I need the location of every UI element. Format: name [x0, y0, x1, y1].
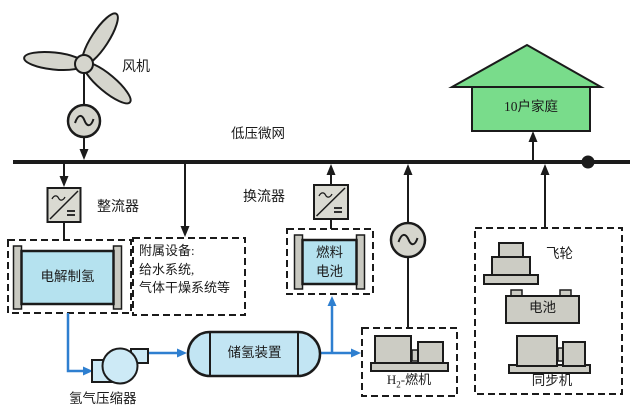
wind-turbine-icon: [23, 12, 132, 106]
auxiliary-line3: 气体干燥系统等: [139, 280, 231, 295]
fuel-cell-label: 燃料 电池: [302, 243, 357, 281]
arrow-right-to-h2-engine: [351, 348, 361, 358]
arrow-up-to-bus: [326, 164, 336, 175]
households-label: 10户家庭: [504, 99, 558, 114]
synchronous-machine-icon: [508, 335, 591, 374]
house-icon: [448, 43, 605, 162]
converter-icon: [313, 164, 349, 229]
h2-engine-icon: [361, 327, 458, 397]
wind-generator-icon: [66, 103, 102, 160]
arrow-up-to-fuel-cell: [327, 296, 337, 306]
hydrogen-compressor-label: 氢气压缩器: [69, 391, 137, 406]
arrow-down-to-auxiliary: [180, 226, 190, 237]
h2-suffix: -燃机: [400, 372, 432, 387]
hydrogen-compressor-icon: [91, 347, 149, 385]
hydrogen-storage-tank-icon: [186, 330, 322, 378]
lv-microgrid-label: 低压微网: [231, 126, 285, 141]
hydrogen-storage-label: 储氢装置: [227, 345, 282, 360]
storage-units-box: [474, 164, 623, 395]
rectifier-label: 整流器: [97, 200, 139, 215]
auxiliary-line2: 给水系统,: [139, 261, 195, 277]
h2-prefix: H: [386, 372, 397, 387]
electrolyzer-label: 电解制氢: [40, 269, 95, 284]
fuel-cell-icon: [286, 228, 374, 295]
arrow-up-to-house: [528, 131, 538, 142]
rectifier-icon: [46, 164, 82, 240]
hydrogen-flow-path: [66, 296, 361, 376]
synchronous-machine-label: 同步机: [531, 373, 573, 388]
auxiliary-line1: 附属设备:: [139, 243, 195, 258]
fuel-cell-line1: 燃料: [316, 245, 343, 260]
arrow-up-to-bus: [540, 164, 550, 175]
wind-turbine-label: 风机: [122, 60, 150, 75]
bus-node-dot: [581, 155, 595, 169]
h2-turbine-generator-icon: [389, 164, 427, 329]
arrow-up-to-bus: [403, 164, 413, 175]
auxiliary-equipment-box: [132, 164, 246, 316]
auxiliary-equipment-label: 附属设备: 给水系统, 气体干燥系统等: [139, 242, 243, 298]
electrolyzer-icon: [7, 239, 132, 314]
flywheel-label: 飞轮: [546, 246, 573, 261]
converter-label: 换流器: [243, 190, 285, 205]
arrow-down-to-rectifier: [59, 176, 69, 187]
fuel-cell-line2: 电池: [316, 264, 343, 279]
flywheel-icon: [483, 242, 539, 285]
arrow-down-to-bus: [79, 149, 89, 160]
h2-engine-label: H2-燃机: [363, 372, 455, 391]
h2-subscript: 2: [396, 379, 401, 390]
battery-label: 电池: [529, 300, 556, 315]
battery-icon: [505, 289, 580, 324]
